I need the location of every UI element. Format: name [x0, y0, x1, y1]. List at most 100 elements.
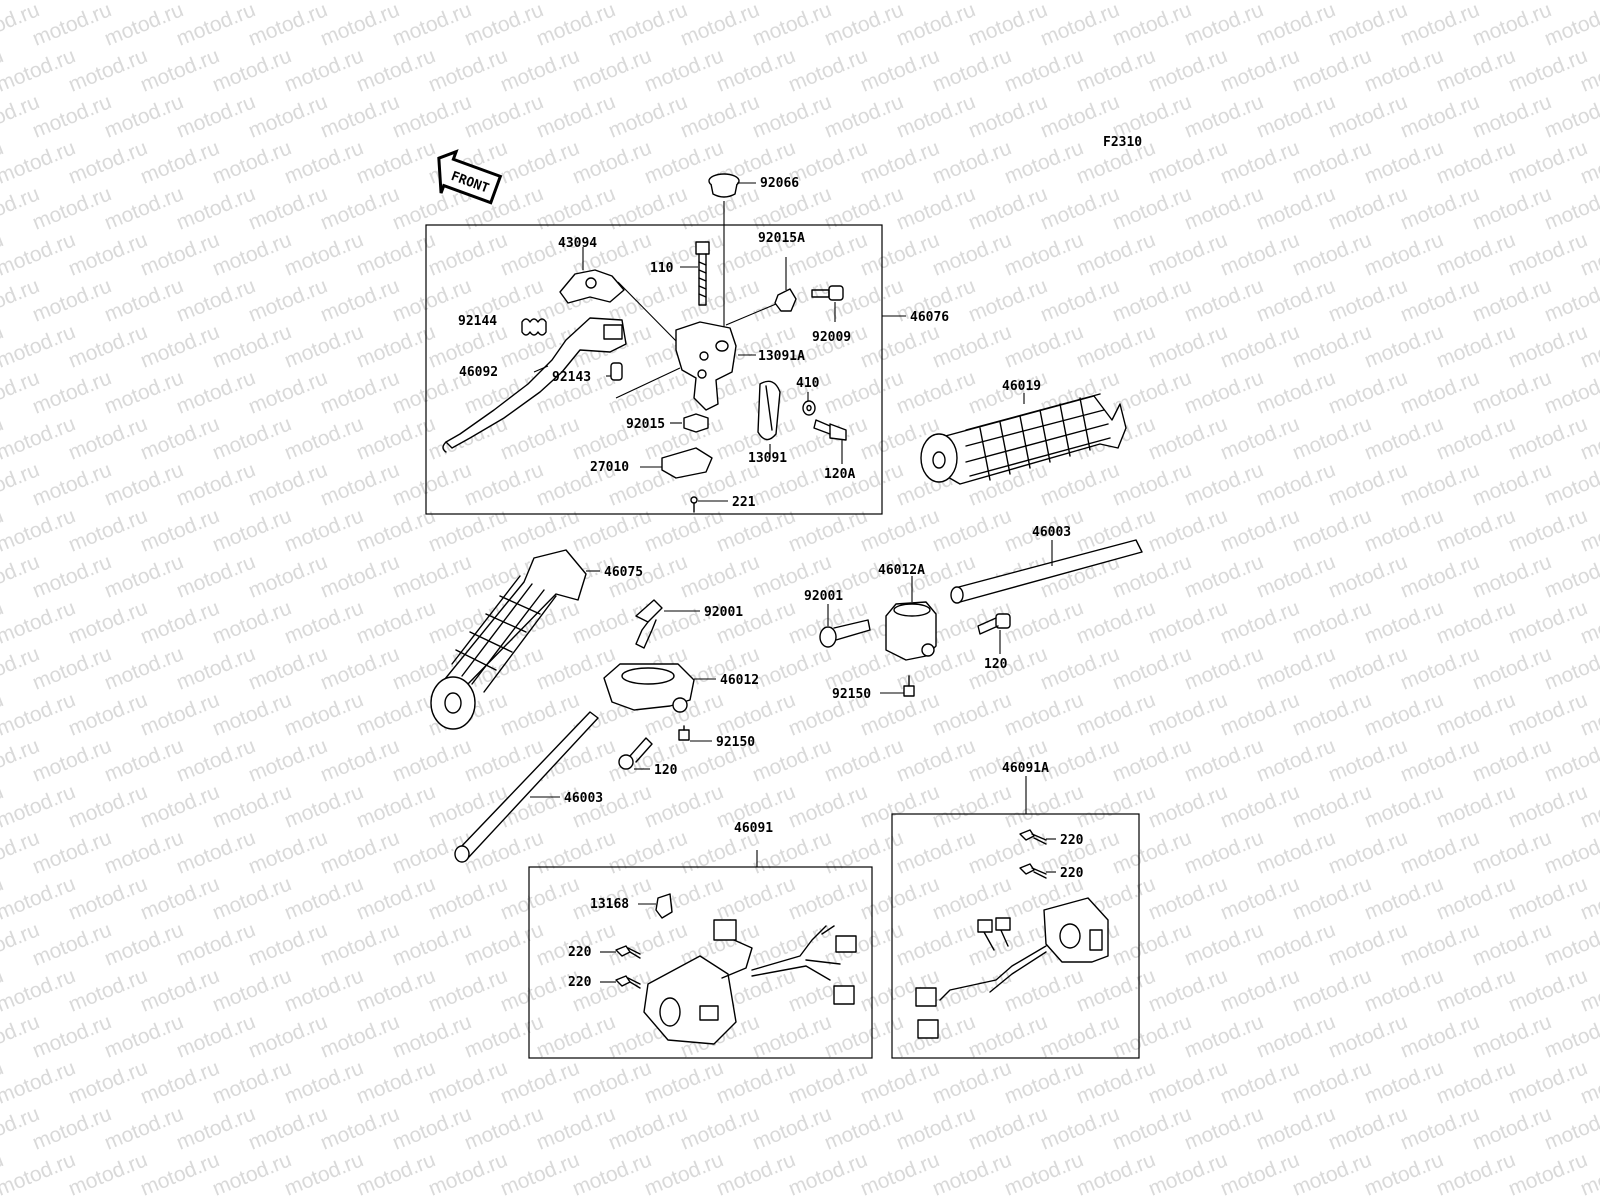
watermark-text: motod.ru — [65, 688, 150, 740]
watermark-text: motod.ru — [713, 1148, 798, 1200]
watermark-text: motod.ru — [1361, 1148, 1446, 1200]
part-label: 46075 — [604, 565, 643, 580]
watermark-text: motod.ru — [0, 964, 79, 1016]
watermark-text: motod.ru — [965, 274, 1050, 326]
watermark-text: motod.ru — [1361, 504, 1446, 556]
watermark-text: motod.ru — [461, 90, 546, 142]
watermark-text: motod.ru — [209, 44, 294, 96]
watermark-text: motod.ru — [1325, 90, 1410, 142]
watermark-text: motod.ru — [101, 90, 186, 142]
watermark-text: motod.ru — [497, 1148, 582, 1200]
watermark-text: motod.ru — [173, 182, 258, 234]
watermark-text: motod.ru — [1145, 596, 1230, 648]
watermark-text: motod.ru — [569, 1148, 654, 1200]
watermark-text: motod.ru — [785, 780, 870, 832]
watermark-text: motod.ru — [0, 688, 79, 740]
watermark-text: motod.ru — [173, 458, 258, 510]
watermark-text: motod.ru — [821, 734, 906, 786]
watermark-text: motod.ru — [101, 366, 186, 418]
watermark-text: motod.ru — [1289, 228, 1374, 280]
watermark-text: motod.ru — [569, 780, 654, 832]
watermark-text: motod.ru — [29, 918, 114, 970]
watermark-text: motod.ru — [821, 366, 906, 418]
watermark-text: motod.ru — [281, 688, 366, 740]
watermark-text: motod.ru — [1109, 182, 1194, 234]
watermark-text: motod.ru — [1037, 274, 1122, 326]
watermark-text: motod.ru — [1253, 1010, 1338, 1062]
watermark-text: motod.ru — [137, 1148, 222, 1200]
watermark-text: motod.ru — [137, 412, 222, 464]
watermark-text: motod.ru — [29, 458, 114, 510]
watermark-text: motod.ru — [1253, 550, 1338, 602]
watermark-text: motod.ru — [1253, 642, 1338, 694]
left-switch-box — [528, 866, 873, 1059]
watermark-text: motod.ru — [497, 964, 582, 1016]
watermark-text: motod.ru — [785, 872, 870, 924]
watermark-text: motod.ru — [101, 642, 186, 694]
watermark-text: motod.ru — [1001, 228, 1086, 280]
watermark-text: motod.ru — [65, 504, 150, 556]
watermark-text: motod.ru — [857, 872, 942, 924]
watermark-text: motod.ru — [677, 550, 762, 602]
part-label: 13168 — [590, 897, 629, 912]
watermark-text: motod.ru — [1073, 1148, 1158, 1200]
watermark-text: motod.ru — [1181, 458, 1266, 510]
watermark-text: motod.ru — [1073, 964, 1158, 1016]
watermark-text: motod.ru — [1325, 1102, 1410, 1154]
watermark-text: motod.ru — [893, 734, 978, 786]
watermark-text: motod.ru — [245, 0, 330, 51]
watermark-text: motod.ru — [1325, 0, 1410, 51]
watermark-text: motod.ru — [101, 274, 186, 326]
watermark-text: motod.ru — [497, 44, 582, 96]
watermark-text: motod.ru — [425, 1056, 510, 1108]
watermark-text: motod.ru — [1289, 964, 1374, 1016]
watermark-text: motod.ru — [137, 44, 222, 96]
watermark-text: motod.ru — [317, 1102, 402, 1154]
watermark-text: motod.ru — [0, 872, 79, 924]
watermark-text: motod.ru — [749, 458, 834, 510]
watermark-text: motod.ru — [1001, 1148, 1086, 1200]
watermark-text: motod.ru — [1001, 44, 1086, 96]
watermark-text: motod.ru — [0, 504, 79, 556]
watermark-text: motod.ru — [1397, 0, 1482, 51]
watermark-text: motod.ru — [65, 1056, 150, 1108]
watermark-text: motod.ru — [929, 44, 1014, 96]
watermark-text: motod.ru — [1505, 964, 1590, 1016]
watermark-text: motod.ru — [857, 44, 942, 96]
watermark-text: motod.ru — [497, 1056, 582, 1108]
part-label: 46003 — [1032, 525, 1071, 540]
watermark-text: motod.ru — [29, 642, 114, 694]
part-label: 13091 — [748, 451, 787, 466]
watermark-text: motod.ru — [281, 1148, 366, 1200]
watermark-text: motod.ru — [1109, 1010, 1194, 1062]
watermark-text: motod.ru — [1289, 1148, 1374, 1200]
watermark-text: motod.ru — [1181, 550, 1266, 602]
watermark-text: motod.ru — [0, 136, 79, 188]
watermark-text: motod.ru — [1217, 1056, 1302, 1108]
watermark-text: motod.ru — [209, 964, 294, 1016]
watermark-text: motod.ru — [929, 1148, 1014, 1200]
watermark-text: motod.ru — [1145, 412, 1230, 464]
watermark-text: motod.ru — [533, 1102, 618, 1154]
watermark-text: motod.ru — [569, 1056, 654, 1108]
watermark-text: motod.ru — [1289, 136, 1374, 188]
watermark-text: motod.ru — [893, 1102, 978, 1154]
watermark-text: motod.ru — [1397, 550, 1482, 602]
holder-46012-drawing — [603, 599, 716, 770]
watermark-text: motod.ru — [65, 228, 150, 280]
watermark-text: motod.ru — [533, 826, 618, 878]
watermark-text: motod.ru — [1145, 228, 1230, 280]
watermark-text: motod.ru — [1361, 44, 1446, 96]
watermark-text: motod.ru — [29, 1102, 114, 1154]
watermark-text: motod.ru — [641, 872, 726, 924]
watermark-text: motod.ru — [281, 596, 366, 648]
part-label: 46012A — [878, 563, 925, 578]
figure-code: F2310 — [1103, 135, 1142, 150]
watermark-text: motod.ru — [821, 1010, 906, 1062]
part-label: 220 — [568, 975, 592, 990]
watermark-text: motod.ru — [1325, 734, 1410, 786]
watermark-text: motod.ru — [893, 918, 978, 970]
watermark-text: motod.ru — [209, 596, 294, 648]
watermark-text: motod.ru — [1541, 366, 1600, 418]
watermark-text: motod.ru — [209, 688, 294, 740]
